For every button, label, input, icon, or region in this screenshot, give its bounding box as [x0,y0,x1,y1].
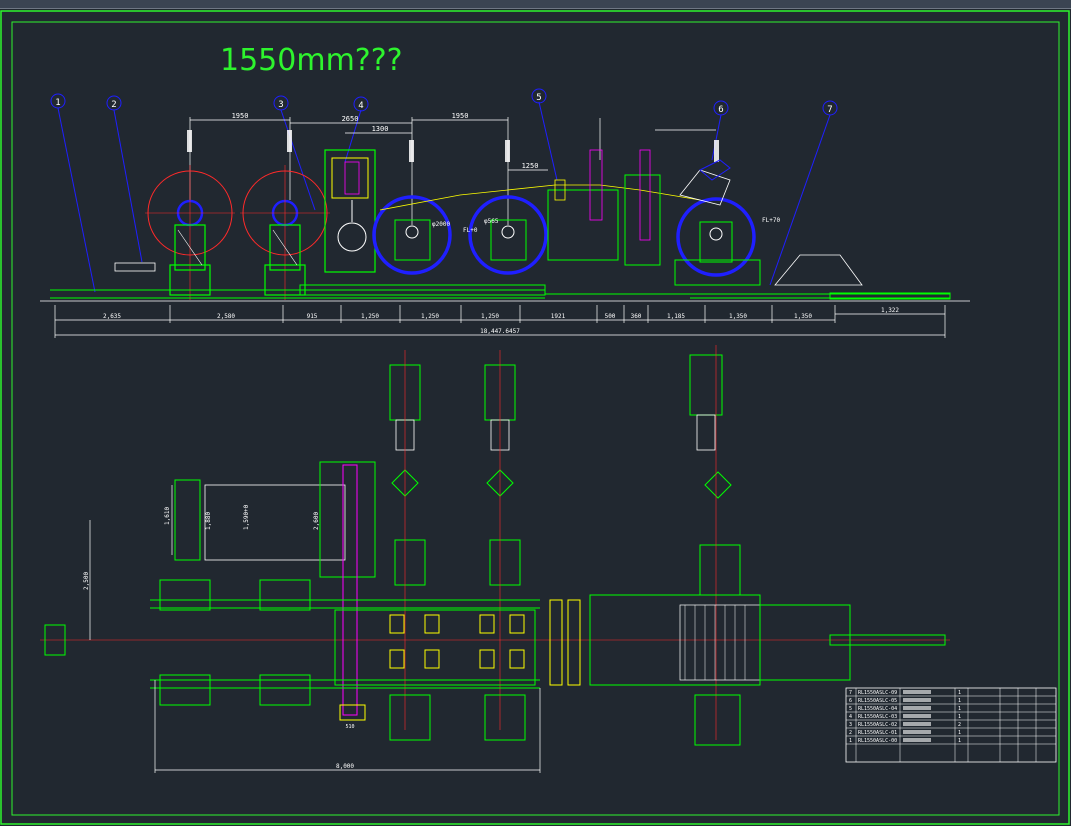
plan-total-width: 8,000 [336,763,354,770]
bom-row-no: 4 [849,714,852,720]
plan-dim-2600: 2,600 [313,512,320,530]
window-top-bar [0,0,1071,9]
plan-dim-2500: 2,500 [83,572,90,590]
dim-1250-a: 1,250 [361,313,379,320]
dim-915: 915 [307,313,318,320]
callout-phi565: φ565 [484,218,499,225]
plan-motors-top [389,354,741,596]
balloon-1: 1 [55,98,60,108]
top-dimension-lines [189,117,716,225]
balloon-2: 2 [111,100,116,110]
callout-fl70: FL+70 [762,217,780,224]
strip-path [379,184,701,211]
elevation-decoilers [114,165,330,300]
dim-500: 500 [605,313,616,320]
callout-fl0: FL+0 [463,227,478,234]
plan-dim-1610: 1,610 [164,507,171,525]
bom-row-code: RL1550ASLC-03 [858,714,897,720]
dim-1350-a: 1,350 [729,313,747,320]
plan-dim-510: 510 [345,724,354,730]
bom-row-code: RL1550ASLC-05 [858,698,897,704]
balloon-6: 6 [718,105,723,115]
bom-row-qty: 1 [958,706,961,712]
bom-row-no: 5 [849,706,852,712]
drawing-title: 1550mm??? [220,43,403,78]
dim-1185: 1,185 [667,313,685,320]
leader-lines [57,101,831,293]
bom-row-code: RL1550ASLC-04 [858,706,897,712]
dim-1250-c: 1,250 [481,313,499,320]
top-dim-1250: 1250 [522,162,539,170]
bom-row-no: 7 [849,690,852,696]
top-dim-1950-b: 1950 [452,112,469,120]
bom-row-qty: 1 [958,690,961,696]
plan-dimension-lines [89,485,541,773]
elevation-rollers [372,195,756,277]
plan-frame-lines [44,579,540,706]
balloon-7: 7 [827,105,832,115]
vertical-labels [187,130,719,162]
plan-centerlines [40,345,950,740]
outer-frame [0,10,1070,825]
bom-row-qty: 1 [958,730,961,736]
dim-total-length: 18,447.6457 [480,328,520,335]
dim-2580: 2,580 [217,313,235,320]
dim-1322: 1,322 [881,307,899,314]
plan-dim-1590: 1,590+0 [243,504,250,530]
bom-row-qty: 1 [958,738,961,744]
bom-row-code: RL1550ASLC-01 [858,730,897,736]
bom-row-no: 2 [849,730,852,736]
balloons: 1 2 3 4 5 6 7 [50,88,838,116]
bom-row-no: 6 [849,698,852,704]
dim-1250-b: 1,250 [421,313,439,320]
balloon-3: 3 [278,100,283,110]
plan-dim-1880: 1,880 [205,512,212,530]
bom-row-code: RL1550ASLC-02 [858,722,897,728]
bom-row-qty: 1 [958,698,961,704]
bom-row-qty: 2 [958,722,961,728]
dim-1921: 1921 [551,313,566,320]
callout-phi2000: φ2000 [432,221,450,228]
inner-frame [11,21,1060,816]
dim-1350-b: 1,350 [794,313,812,320]
balloon-4: 4 [358,101,363,111]
bom-row-qty: 1 [958,714,961,720]
dim-360: 360 [631,313,642,320]
bottom-dimension-chain [54,305,946,338]
bom-row-code: RL1550ASLC-00 [858,738,897,744]
plan-motors-bottom [339,694,741,746]
bom-row-no: 1 [849,738,852,744]
top-dim-2650: 2650 [342,115,359,123]
balloon-5: 5 [536,93,541,103]
bom-row-no: 3 [849,722,852,728]
dim-2635: 2,635 [103,313,121,320]
top-dim-1300: 1300 [372,125,389,133]
bottom-dimension-labels: 2,635 2,580 915 1,250 1,250 1,250 1921 5… [103,307,899,335]
base-rails [50,284,951,300]
bom-row-code: RL1550ASLC-09 [858,690,897,696]
elevation-middle-equipment [547,149,863,286]
plan-right-assembly [589,594,946,686]
plan-coil-car [174,461,376,716]
elevation-stand-4 [324,149,376,273]
plan-roll-blocks [389,599,581,686]
cad-drawing-canvas[interactable]: 1550mm??? 1 2 3 4 5 6 7 [0,9,1071,826]
top-dim-1950-a: 1950 [232,112,249,120]
